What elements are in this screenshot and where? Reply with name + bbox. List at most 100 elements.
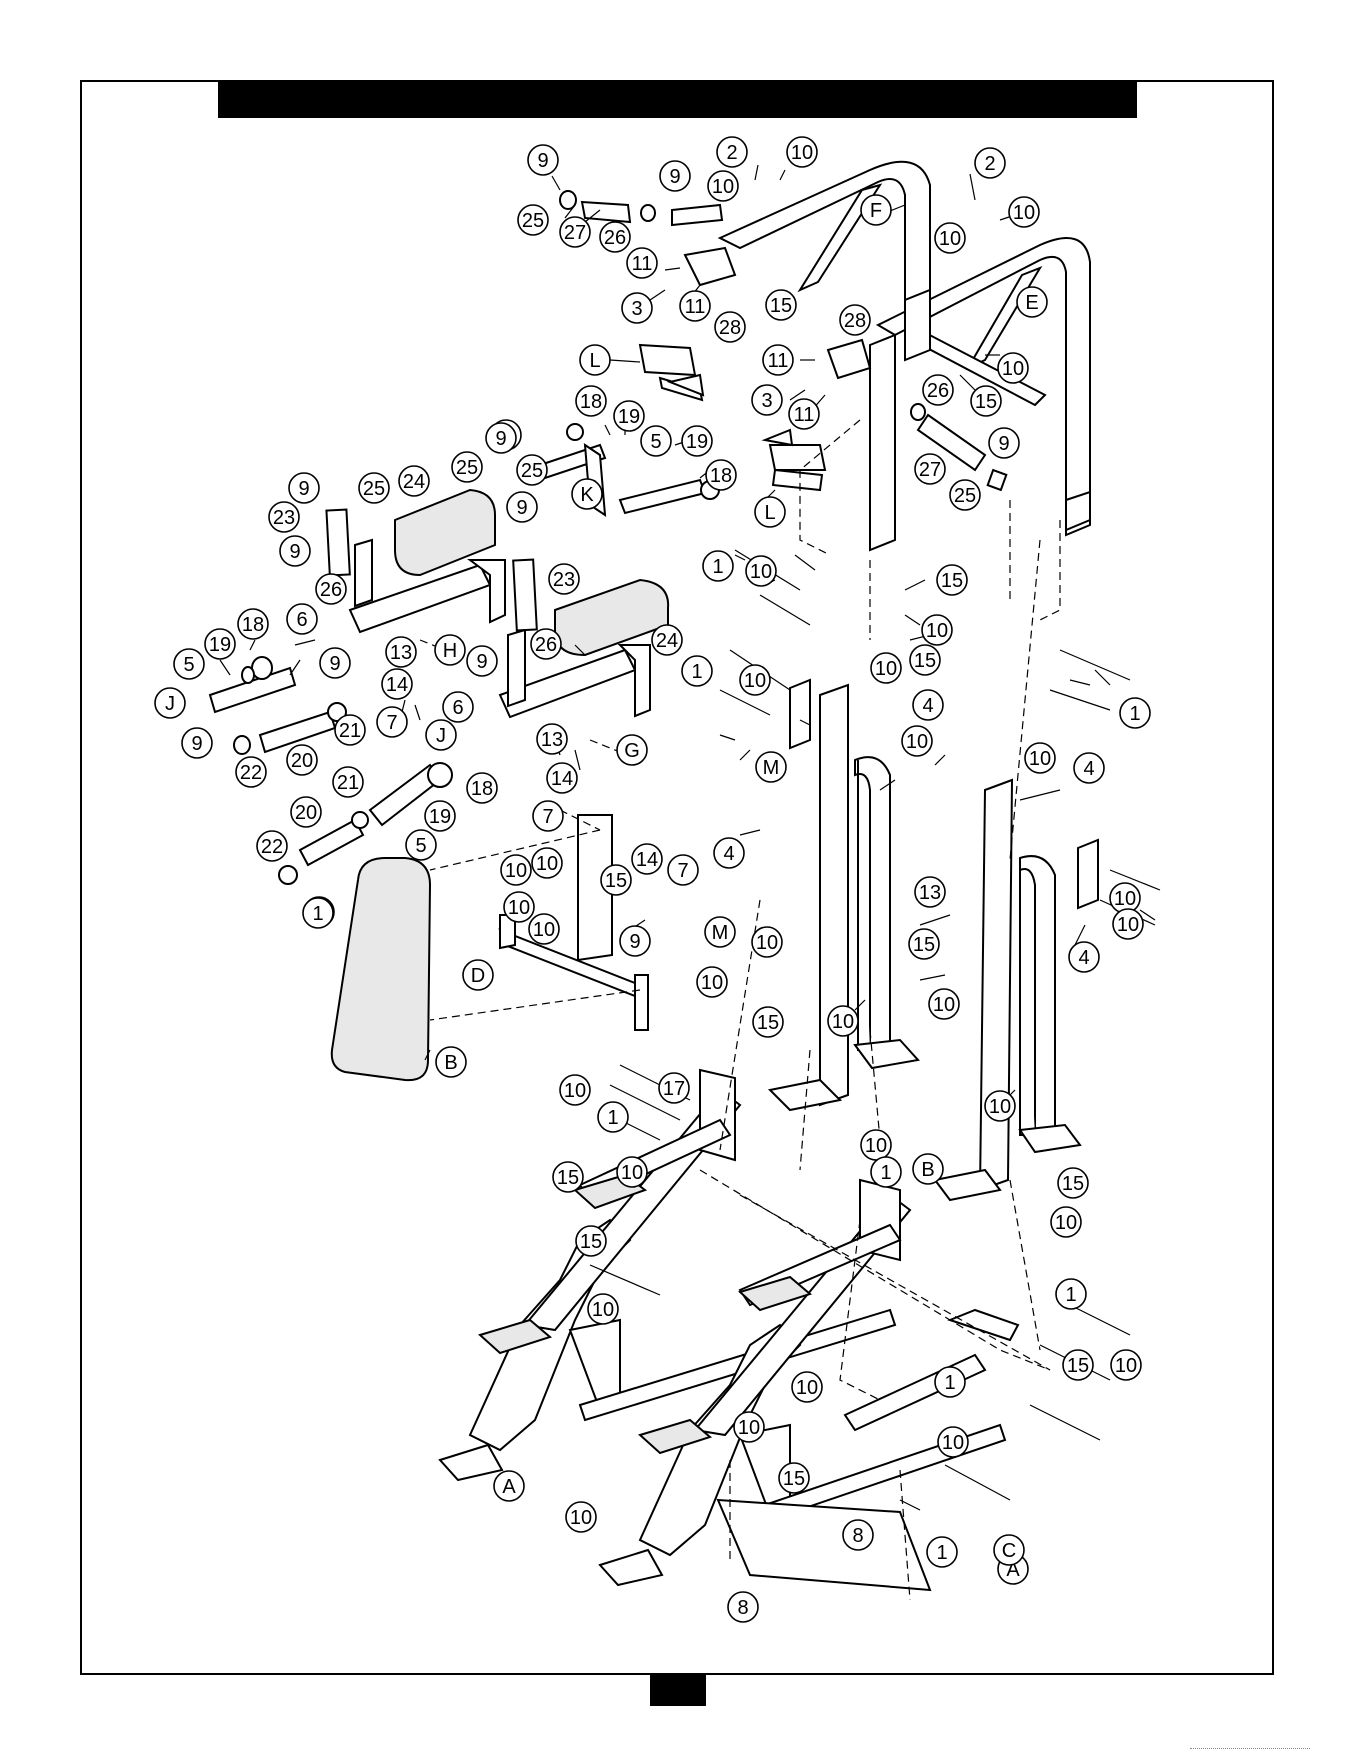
callout-label: 2 [984, 153, 995, 175]
callout-label: 1 [312, 903, 323, 925]
callout-circle [517, 204, 549, 236]
callout-127: 15 [575, 1225, 607, 1257]
callout-circle [1068, 941, 1100, 973]
callout-circle [286, 603, 318, 635]
callout-label: 25 [363, 478, 385, 500]
callout-104: 9 [619, 925, 651, 957]
callout-label: 10 [536, 853, 558, 875]
callout-label: 4 [1078, 947, 1089, 969]
callout-61: 19 [204, 628, 236, 660]
callout-117: 10 [559, 1074, 591, 1106]
callout-59: 26 [530, 628, 562, 660]
callout-label: G [624, 740, 640, 762]
callout-41: 25 [516, 454, 548, 486]
callout-label: 6 [452, 697, 463, 719]
callout-label: 10 [592, 1299, 614, 1321]
callout-135: A [493, 1470, 525, 1502]
callout-circle [909, 644, 941, 676]
callout-45: 25 [358, 472, 390, 504]
callout-label: 1 [1065, 1284, 1076, 1306]
callout-circle [1062, 1349, 1094, 1381]
callout-label: 10 [906, 731, 928, 753]
callout-88: 20 [290, 796, 322, 828]
callout-17: 28 [714, 311, 746, 343]
callout-circle [442, 691, 474, 723]
callout-circle [531, 847, 563, 879]
callout-circle [908, 928, 940, 960]
callout-66: 7 [376, 706, 408, 738]
title-bar [218, 80, 1137, 118]
callout-circle [988, 427, 1020, 459]
callout-label: 18 [242, 614, 264, 636]
hand-grip-right [910, 403, 1008, 492]
callout-label: 28 [844, 310, 866, 332]
callout-circle [1110, 1349, 1142, 1381]
callout-label: 15 [913, 934, 935, 956]
tube-20-lower [298, 818, 365, 867]
callout-label: 11 [768, 350, 789, 372]
callout-circle [658, 1072, 690, 1104]
callout-142: C [993, 1534, 1025, 1566]
callout-circle [527, 144, 559, 176]
callout-label: 10 [621, 1162, 643, 1184]
callout-circle [716, 136, 748, 168]
callout-132: 10 [1110, 1349, 1142, 1381]
callout-label: 13 [390, 642, 412, 664]
bracket-28-right [826, 338, 872, 380]
callout-circle [503, 891, 535, 923]
callout-47: 26 [315, 573, 347, 605]
callout-label: C [1002, 1540, 1016, 1562]
callout-label: 23 [273, 507, 295, 529]
callout-2: 25 [517, 204, 549, 236]
upright-e-right [1065, 490, 1091, 532]
callout-143: 8 [727, 1591, 759, 1623]
callout-label: 15 [783, 1468, 805, 1490]
callout-label: 14 [636, 849, 658, 871]
callout-label: 22 [240, 762, 262, 784]
callout-label: 9 [298, 478, 309, 500]
callout-126: 10 [1050, 1206, 1082, 1238]
callout-label: 10 [791, 142, 813, 164]
callout-label: A [502, 1476, 516, 1498]
callout-circle [936, 564, 968, 596]
callout-label: 10 [942, 1432, 964, 1454]
callout-label: 10 [989, 1096, 1011, 1118]
callout-71: 10 [901, 725, 933, 757]
callout-label: 15 [1067, 1355, 1089, 1377]
callout-6: 2 [716, 136, 748, 168]
callout-label: 7 [677, 860, 688, 882]
callout-circle [870, 652, 902, 684]
callout-43: 23 [268, 501, 300, 533]
callout-55: 24 [651, 624, 683, 656]
callout-circle [733, 1411, 765, 1443]
callout-label: M [763, 757, 780, 779]
callout-29: 27 [914, 453, 946, 485]
callout-140: 1 [926, 1536, 958, 1568]
callout-label: 10 [1029, 748, 1051, 770]
callout-circle [516, 454, 548, 486]
bracket-l-upper [638, 343, 705, 402]
callout-label: 10 [939, 228, 961, 250]
callout-circle [334, 714, 366, 746]
callout-label: 24 [403, 471, 425, 493]
callout-label: 10 [796, 1377, 818, 1399]
callout-4: 26 [599, 221, 631, 253]
callout-circle [1016, 286, 1048, 318]
callout-label: 10 [533, 919, 555, 941]
callout-circle [237, 608, 269, 640]
callout-circle [616, 734, 648, 766]
callout-label: 10 [570, 1507, 592, 1529]
callout-27: 9 [988, 427, 1020, 459]
callout-circle [424, 800, 456, 832]
callout-39: L [754, 496, 786, 528]
callout-label: 20 [295, 802, 317, 824]
callout-label: 19 [618, 406, 640, 428]
callout-53: 15 [909, 644, 941, 676]
callout-label: 25 [521, 460, 543, 482]
callout-111: 10 [696, 966, 728, 998]
callout-circle [659, 160, 691, 192]
callout-circle [319, 647, 351, 679]
callout-label: 9 [476, 651, 487, 673]
callout-8: 10 [707, 170, 739, 202]
